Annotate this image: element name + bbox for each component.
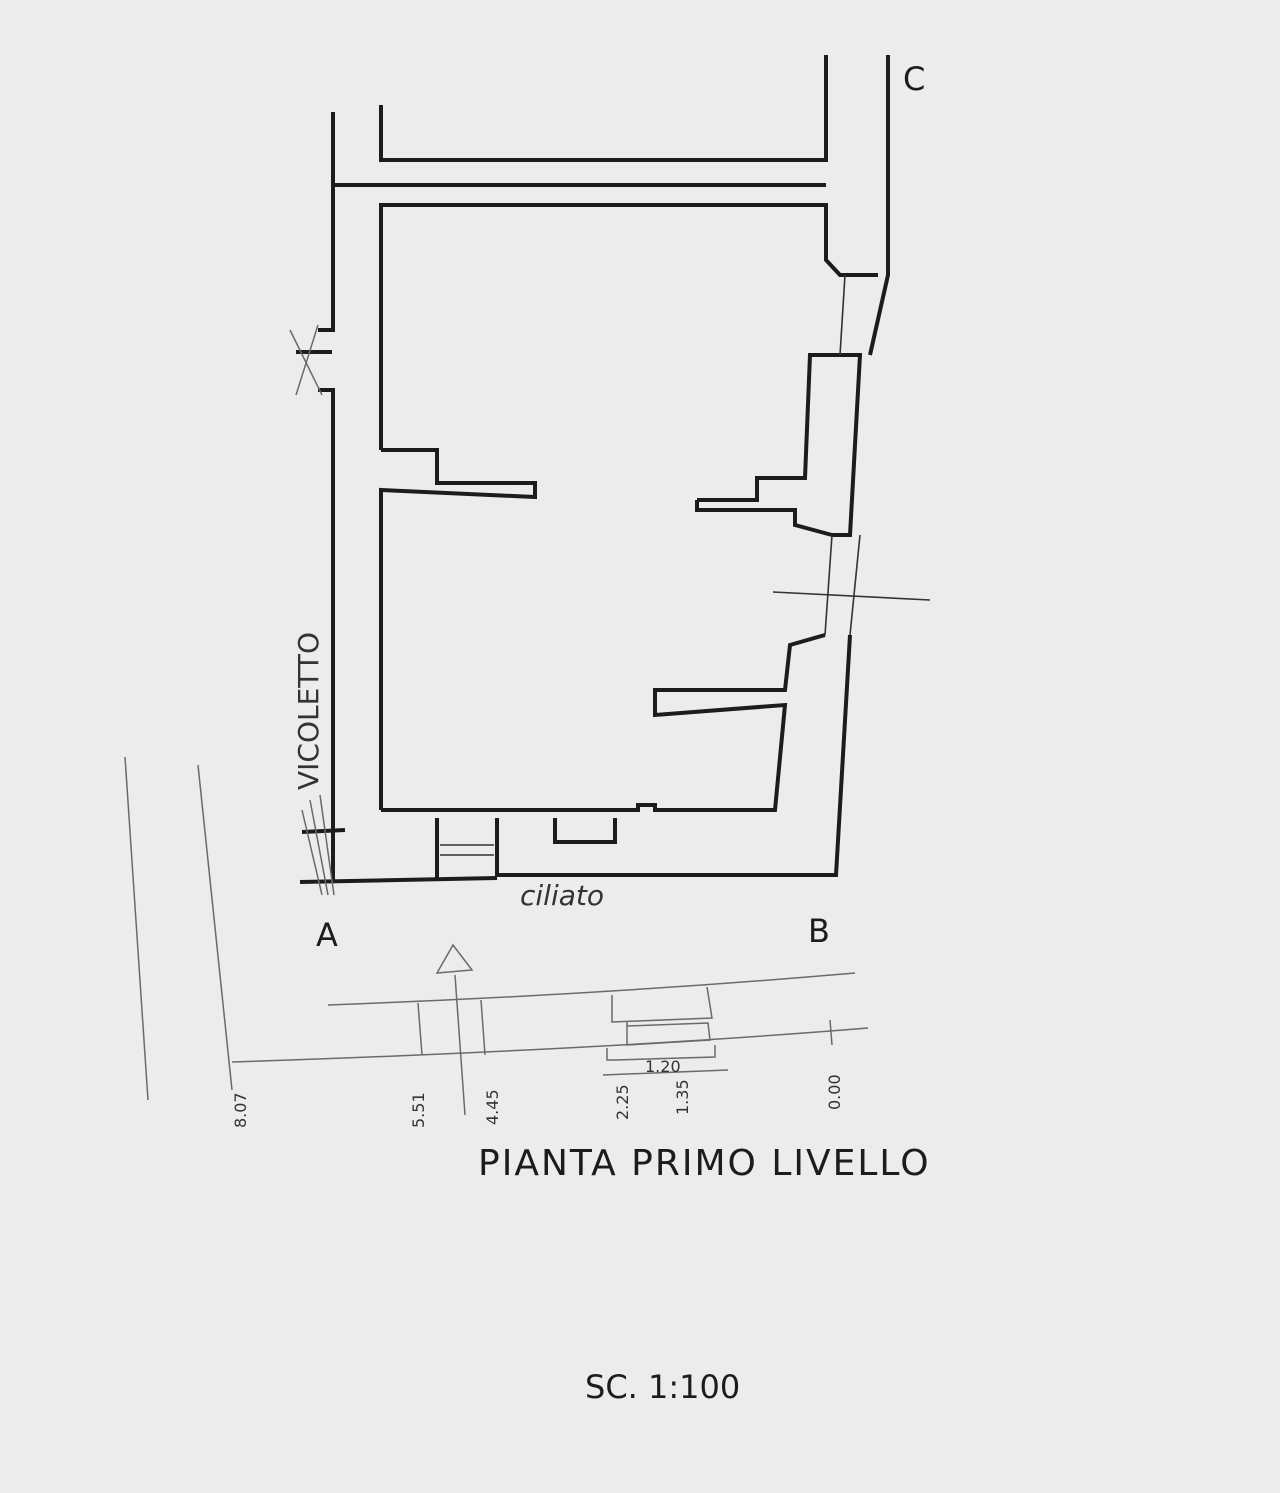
plan-title: PIANTA PRIMO LIVELLO: [478, 1143, 931, 1184]
width-1-20: 1.20: [645, 1057, 681, 1076]
level-5-51: 5.51: [409, 1092, 428, 1128]
handwritten-note: ciliato: [520, 879, 604, 912]
level-2-25: 2.25: [613, 1084, 632, 1120]
level-1-35: 1.35: [673, 1079, 692, 1115]
building-walls: [289, 55, 931, 896]
level-0-00: 0.00: [825, 1074, 844, 1110]
corner-label-a: A: [316, 916, 338, 954]
corner-label-c: C: [903, 60, 925, 98]
corner-label-b: B: [808, 912, 830, 950]
level-labels: 8.07 5.51 4.45 2.25 1.35 0.00 1.20: [231, 1057, 844, 1128]
section-sketch: [124, 756, 869, 1116]
street-label: VICOLETTO: [292, 632, 325, 790]
plan-scale: SC. 1:100: [585, 1368, 740, 1406]
level-4-45: 4.45: [483, 1089, 502, 1125]
level-8-07: 8.07: [231, 1092, 250, 1128]
